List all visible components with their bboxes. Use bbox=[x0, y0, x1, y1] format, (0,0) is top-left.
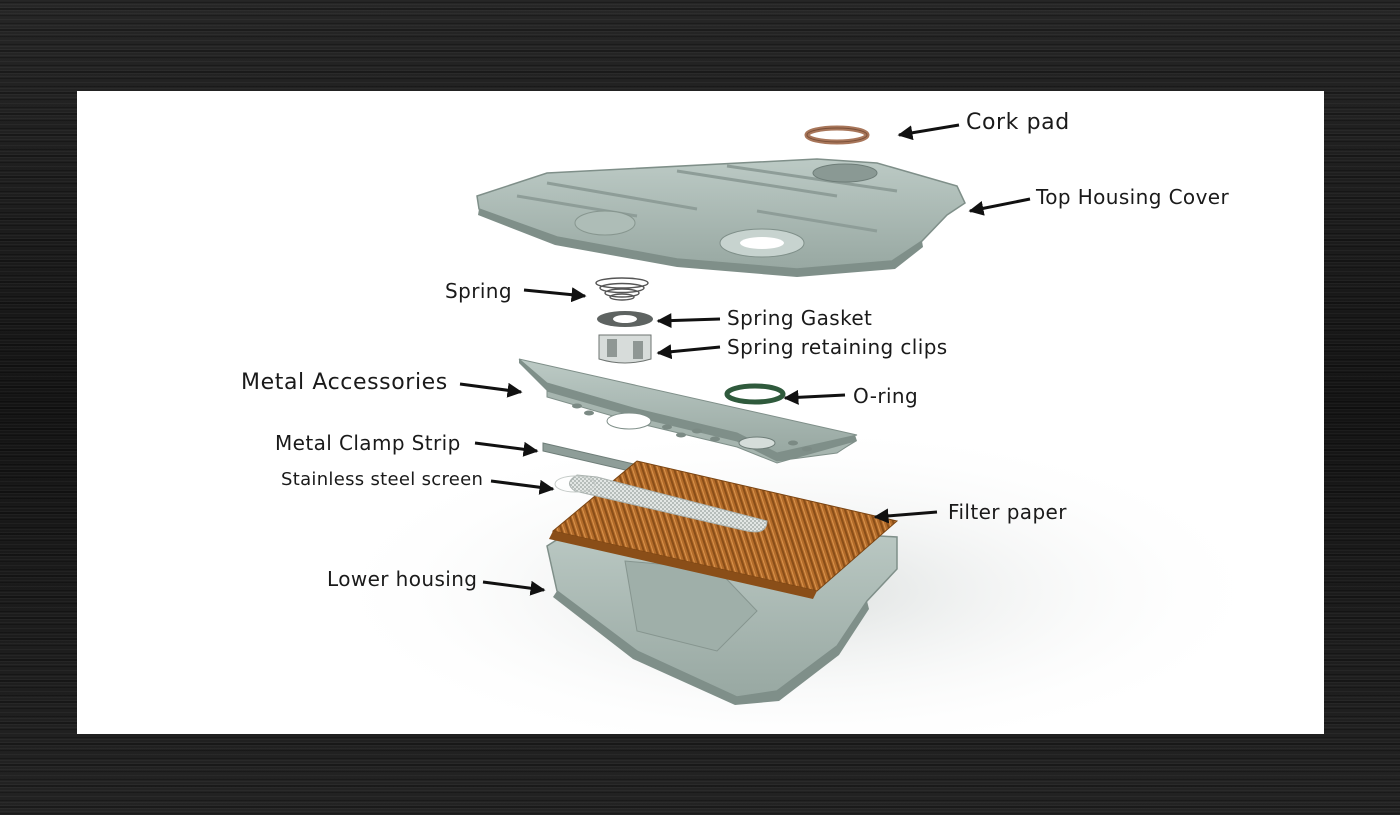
arrow-metal-clamp-strip bbox=[474, 441, 539, 457]
stainless-steel-screen-part bbox=[554, 474, 768, 533]
arrow-top-housing-cover bbox=[968, 197, 1031, 216]
arrow-spring-retaining-clips bbox=[656, 344, 721, 360]
arrow-lower-housing bbox=[482, 580, 546, 596]
arrow-filter-paper bbox=[873, 508, 938, 524]
arrow-spring bbox=[523, 287, 587, 303]
arrow-o-ring bbox=[783, 389, 846, 405]
label-metal-accessories: Metal Accessories bbox=[241, 370, 448, 395]
arrow-cork-pad bbox=[897, 123, 960, 141]
spring-part bbox=[595, 277, 649, 301]
label-cork-pad: Cork pad bbox=[966, 110, 1070, 135]
label-lower-housing: Lower housing bbox=[327, 567, 478, 591]
arrow-metal-accessories bbox=[459, 382, 523, 398]
metal-accessories-part bbox=[518, 358, 858, 464]
o-ring-part bbox=[724, 383, 786, 405]
exploded-filter-diagram bbox=[317, 123, 1277, 734]
label-stainless-steel-screen: Stainless steel screen bbox=[281, 469, 484, 490]
label-spring-retaining-clips: Spring retaining clips bbox=[727, 335, 948, 359]
arrow-spring-gasket bbox=[656, 313, 721, 329]
label-o-ring: O-ring bbox=[853, 384, 919, 408]
arrow-stainless-steel-screen bbox=[490, 479, 555, 495]
cork-pad-part bbox=[804, 125, 870, 145]
top-housing-cover-part bbox=[476, 158, 966, 277]
label-top-housing-cover: Top Housing Cover bbox=[1036, 185, 1230, 209]
callout-arrows bbox=[459, 123, 1031, 596]
label-spring: Spring bbox=[445, 279, 512, 303]
label-filter-paper: Filter paper bbox=[948, 500, 1067, 524]
spring-gasket-part bbox=[597, 311, 653, 327]
spring-retaining-clips-part bbox=[598, 334, 652, 364]
label-metal-clamp-strip: Metal Clamp Strip bbox=[275, 431, 461, 455]
diagram-panel: Cork pad Top Housing Cover Spring Spring… bbox=[77, 91, 1324, 734]
label-spring-gasket: Spring Gasket bbox=[727, 306, 873, 330]
